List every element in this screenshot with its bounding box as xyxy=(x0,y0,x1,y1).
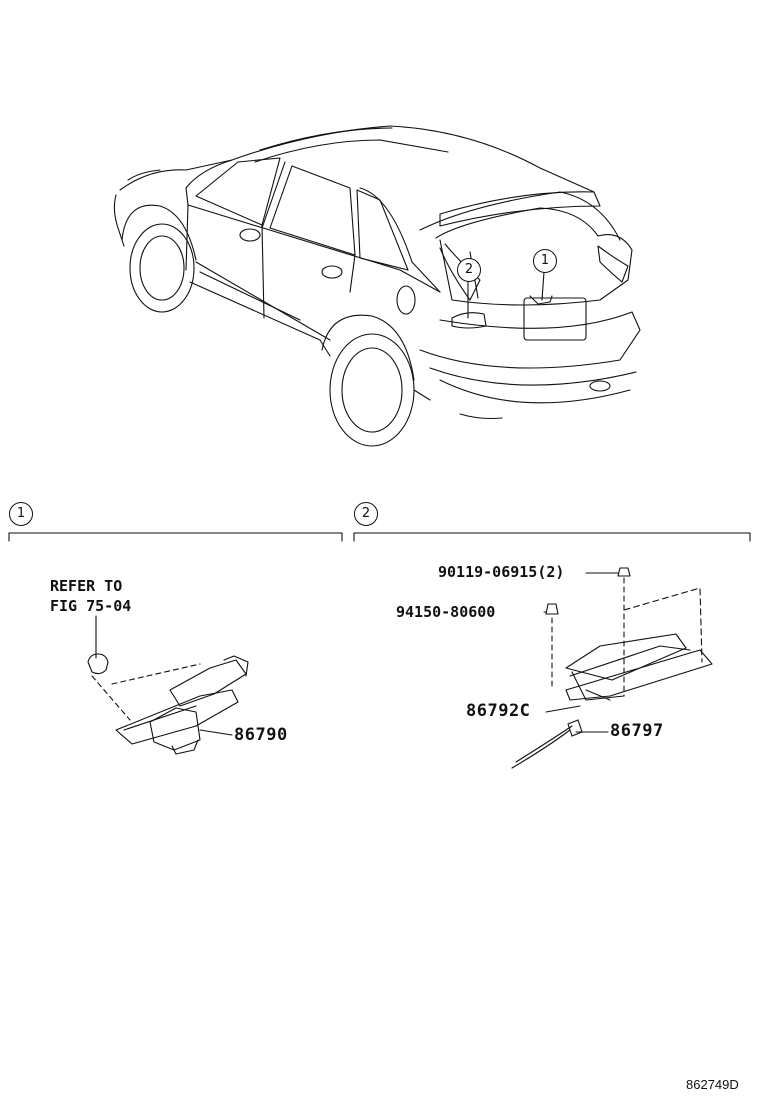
refer-note-line1: REFER TO xyxy=(50,577,123,595)
section-1-marker: 1 xyxy=(9,502,33,526)
bracket-assembly-illustration xyxy=(511,567,713,769)
part-number-bolt[interactable]: 90119-06915(2) xyxy=(438,563,565,581)
diagram-code: 862749D xyxy=(686,1077,739,1092)
part-number-86790[interactable]: 86790 xyxy=(234,725,288,745)
callout-1-vehicle: 1 xyxy=(533,249,557,273)
part-number-nut[interactable]: 94150-80600 xyxy=(396,603,496,621)
section-2-bracket xyxy=(353,532,751,542)
section-2-marker: 2 xyxy=(354,502,378,526)
part-number-86792c[interactable]: 86792C xyxy=(466,701,531,721)
section-1-bracket xyxy=(8,532,343,542)
part-number-86797[interactable]: 86797 xyxy=(610,721,664,741)
vehicle-illustration xyxy=(113,125,641,447)
callout-2-vehicle: 2 xyxy=(457,258,481,282)
refer-note-line2: FIG 75-04 xyxy=(50,597,132,615)
camera-assembly-illustration xyxy=(87,615,249,755)
